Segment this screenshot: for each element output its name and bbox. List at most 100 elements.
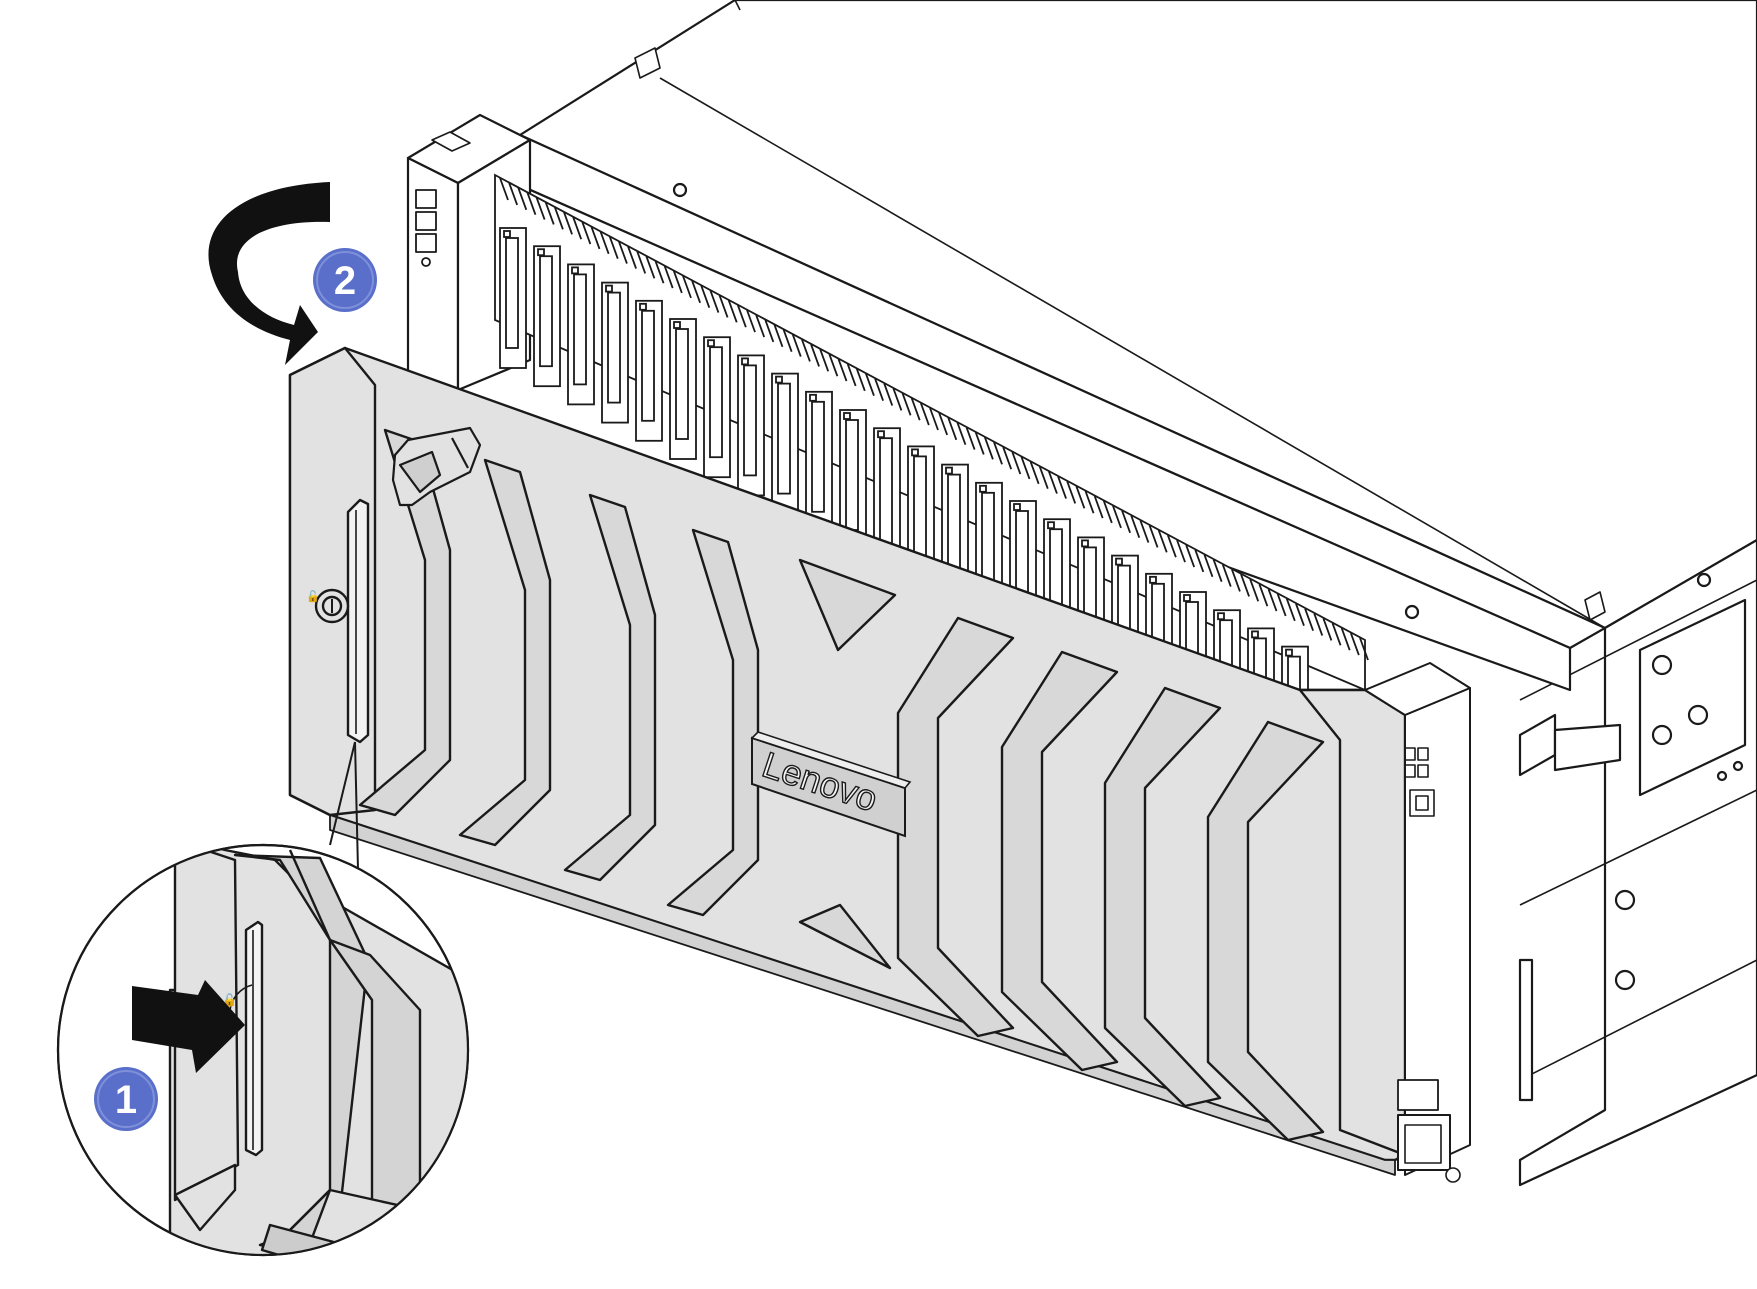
vent-fin bbox=[1048, 471, 1058, 494]
drive-handle bbox=[607, 291, 621, 404]
vent-fin bbox=[727, 300, 738, 323]
vent-fin bbox=[764, 319, 775, 343]
screw bbox=[1732, 760, 1744, 772]
vent-fin bbox=[1295, 603, 1305, 627]
vent-fin bbox=[947, 417, 958, 441]
drive-carrier bbox=[805, 390, 833, 533]
bezel-rib-right bbox=[1103, 686, 1222, 1108]
drive-tray bbox=[669, 318, 697, 460]
vent-fin bbox=[563, 211, 573, 235]
vent-fin bbox=[1167, 534, 1177, 558]
vent-fin bbox=[929, 407, 939, 431]
server-chassis bbox=[483, 0, 1757, 1187]
drive-tray bbox=[567, 263, 595, 406]
vent-fin bbox=[672, 270, 683, 294]
vent-fin bbox=[700, 285, 711, 308]
drive-handle bbox=[539, 255, 553, 368]
drive-latch bbox=[1013, 503, 1021, 511]
drive-tray bbox=[805, 390, 833, 533]
drive-latch bbox=[1217, 612, 1225, 621]
screw bbox=[1696, 572, 1712, 588]
left-ear-indicator-icons bbox=[415, 189, 437, 267]
right-ear-indicator-icons bbox=[1404, 747, 1435, 817]
vent-fin bbox=[1139, 520, 1150, 543]
drive-carrier bbox=[771, 372, 799, 515]
vent-fin bbox=[691, 280, 701, 304]
vent-fin bbox=[1322, 618, 1333, 641]
drive-latch bbox=[741, 357, 749, 366]
drive-tray bbox=[703, 336, 731, 479]
screw bbox=[1614, 969, 1636, 991]
vent-fin bbox=[1002, 446, 1013, 470]
vent-fin bbox=[554, 207, 564, 230]
drive-latch bbox=[1115, 557, 1123, 566]
screw bbox=[1716, 770, 1728, 782]
vent-fin bbox=[910, 397, 921, 421]
vent-fin bbox=[1148, 525, 1159, 548]
vent-fin bbox=[855, 368, 866, 392]
drive-handle bbox=[777, 382, 791, 495]
drive-latch bbox=[1285, 648, 1293, 657]
vent-fin bbox=[1057, 476, 1067, 499]
vent-fin bbox=[645, 255, 656, 279]
screw bbox=[1651, 654, 1673, 676]
drive-latch bbox=[911, 448, 919, 457]
vent-fin bbox=[581, 221, 592, 245]
vent-fin bbox=[892, 388, 903, 411]
bezel-rib-left bbox=[458, 458, 552, 847]
vent-fin bbox=[737, 304, 747, 328]
vent-fin bbox=[1258, 583, 1269, 607]
vent-fin bbox=[1304, 608, 1314, 631]
vent-fin bbox=[526, 192, 537, 215]
drive-tray bbox=[737, 354, 765, 497]
drive-latch bbox=[707, 339, 715, 348]
vent-fin bbox=[828, 353, 839, 377]
vent-fin bbox=[508, 182, 518, 206]
vent-fin bbox=[956, 422, 967, 445]
drive-latch bbox=[877, 430, 885, 439]
vent-fin bbox=[819, 348, 830, 372]
drive-handle bbox=[709, 346, 723, 459]
bezel-rib-left bbox=[666, 528, 760, 917]
drive-latch bbox=[1149, 575, 1157, 584]
vent-fin bbox=[984, 437, 994, 460]
vent-fin bbox=[901, 393, 912, 416]
bezel-rib-left bbox=[563, 493, 657, 882]
vent-fin bbox=[1176, 539, 1186, 563]
drive-carrier bbox=[499, 227, 527, 369]
vent-fin bbox=[1285, 598, 1296, 622]
vent-fin bbox=[1011, 451, 1022, 475]
drive-latch bbox=[503, 230, 511, 238]
vent-fin bbox=[782, 329, 793, 353]
drive-carrier bbox=[567, 263, 595, 406]
vent-fin bbox=[837, 358, 848, 382]
vent-fin bbox=[572, 216, 583, 240]
drive-latch bbox=[1047, 521, 1055, 530]
rotation-arrow bbox=[208, 182, 330, 365]
vent-fin bbox=[1212, 559, 1223, 583]
vent-fin bbox=[791, 334, 802, 357]
vent-fin bbox=[1102, 500, 1113, 524]
vent-fin bbox=[993, 441, 1003, 465]
step-badge-2: 2 bbox=[313, 248, 377, 312]
drive-latch bbox=[775, 375, 783, 384]
drive-latch bbox=[639, 302, 647, 311]
vent-fin bbox=[1359, 637, 1369, 661]
drive-carrier bbox=[601, 281, 629, 424]
vent-fin bbox=[544, 202, 555, 225]
push-arrow bbox=[132, 980, 245, 1073]
bezel-bottom-triangle bbox=[798, 903, 892, 970]
vent-fin bbox=[1194, 549, 1205, 573]
vent-fin bbox=[709, 290, 720, 313]
drive-latch bbox=[605, 284, 613, 293]
vent-fin bbox=[1185, 544, 1196, 568]
drive-latch bbox=[843, 412, 851, 420]
screw bbox=[1614, 889, 1636, 911]
drive-latch bbox=[571, 266, 579, 275]
vent-fin bbox=[618, 241, 628, 264]
drive-carrier bbox=[669, 318, 697, 460]
vent-fin bbox=[608, 236, 619, 260]
vent-fin bbox=[1221, 564, 1232, 587]
vent-fin bbox=[627, 246, 637, 269]
vent-fin bbox=[1276, 593, 1287, 617]
